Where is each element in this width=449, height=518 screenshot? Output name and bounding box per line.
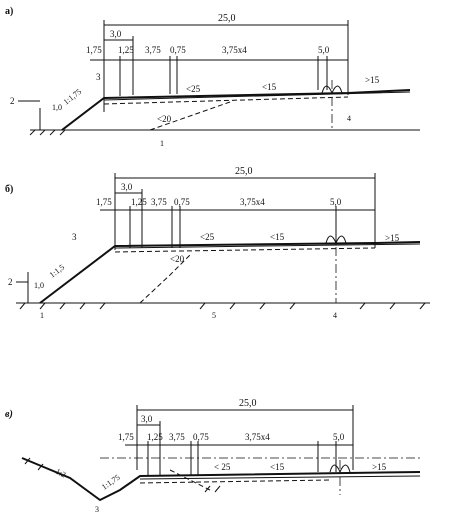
dim-075-v: 0,75 [193,432,209,442]
callout-2-b: 2 [8,277,13,287]
dim-50-a: 5,0 [318,45,330,55]
dim-075-b: 0,75 [174,197,190,207]
slope-v: 1:1,75 [100,473,122,492]
slope-b: 1:1,5 [48,263,66,280]
callout-1-b: 1 [40,311,44,320]
grade-gt15-v: >15 [372,462,387,472]
ground-hatch-a [29,129,66,136]
dim-175-b: 1,75 [96,197,112,207]
panel-a: а) 25,0 3,0 1,75 1,25 3,75 0,75 3,75x4 5… [5,6,420,148]
height-b: 1,0 [34,281,44,290]
panel-b: б) 25,0 3,0 1,75 1,25 3,75 0,75 3,75x4 5… [5,166,430,320]
callout-3-b: 3 [72,232,77,242]
callout-4-b: 4 [333,311,337,320]
grade-20-b: <20 [170,254,185,264]
dim-lanes-a: 3,75x4 [222,45,247,55]
dim-lanes-v: 3,75x4 [245,432,270,442]
slope-outer-v: 1:2 [54,467,67,480]
dim-125-a: 1,25 [118,45,134,55]
dim-sub-a: 3,0 [110,29,122,39]
grade-15-v: <15 [270,462,285,472]
ground-hatch-b [19,302,426,310]
slope-a: 1:1,75 [62,87,83,107]
grade-25-v: < 25 [214,462,231,472]
callout-4-a: 4 [347,114,351,123]
ground-hatch-v [24,457,221,493]
dim-125-v: 1,25 [147,432,163,442]
callout-1-a: 1 [160,139,164,148]
panel-v: в) 25,0 3,0 1,75 1,25 3,75 0,75 3,75x4 5… [5,398,421,514]
dim-total-v: 25,0 [239,398,257,409]
dim-lanes-b: 3,75x4 [240,197,265,207]
grade-gt15-b: >15 [385,233,400,243]
panel-label-b: б) [5,184,13,195]
dim-sub-v: 3,0 [141,414,153,424]
dim-375-a: 3,75 [145,45,161,55]
dim-total-b: 25,0 [235,166,253,177]
grade-gt15-a: >15 [365,75,380,85]
panel-label-a: а) [5,6,13,17]
dim-50-b: 5,0 [330,197,342,207]
callout-3-a: 3 [96,72,101,82]
grade-20-a: <20 [157,114,172,124]
grade-25-b: <25 [200,232,215,242]
dim-125-b: 1,25 [131,197,147,207]
dim-sub-b: 3,0 [121,182,133,192]
panel-label-v: в) [5,409,13,420]
grade-25-a: <25 [186,84,201,94]
callout-5-b: 5 [212,311,216,320]
dim-total-a: 25,0 [218,13,236,24]
callout-2-a: 2 [10,96,15,106]
dim-50-v: 5,0 [333,432,345,442]
dim-075-a: 0,75 [170,45,186,55]
callout-3-v: 3 [95,505,99,514]
dim-175-a: 1,75 [86,45,102,55]
dim-375-v: 3,75 [169,432,185,442]
grade-15-b: <15 [270,232,285,242]
dim-375-b: 3,75 [151,197,167,207]
dim-175-v: 1,75 [118,432,134,442]
height-a: 1,0 [52,103,62,112]
grade-15-a: <15 [262,82,277,92]
